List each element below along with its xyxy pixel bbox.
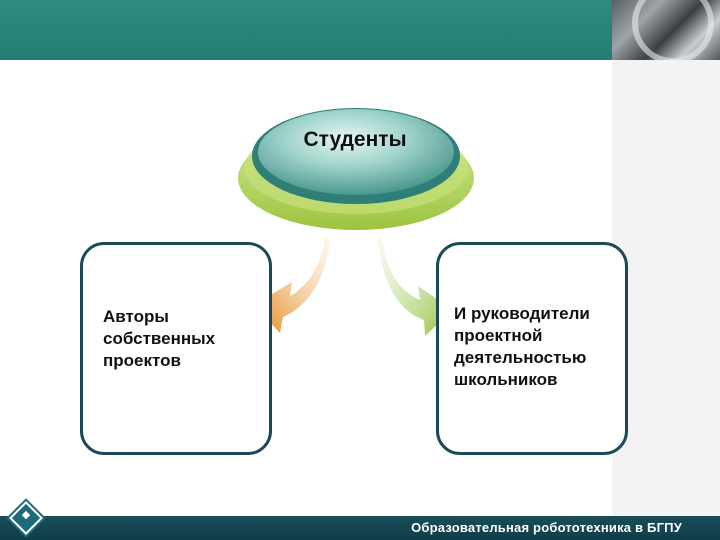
right-box-text: И руководители проектной деятельностью ш…	[454, 304, 590, 389]
center-label: Студенты	[303, 128, 407, 151]
left-box	[80, 242, 272, 455]
footer-bar	[0, 516, 720, 540]
right-box	[436, 242, 628, 455]
arrow-to-right-box	[378, 236, 453, 336]
arrow-to-left-box	[254, 236, 330, 333]
left-box-text: Авторы собственных проектов	[103, 307, 216, 370]
side-strip	[612, 60, 720, 516]
header-bar	[0, 0, 612, 60]
footer-text: Образовательная робототехника в БГПУ	[411, 520, 682, 535]
